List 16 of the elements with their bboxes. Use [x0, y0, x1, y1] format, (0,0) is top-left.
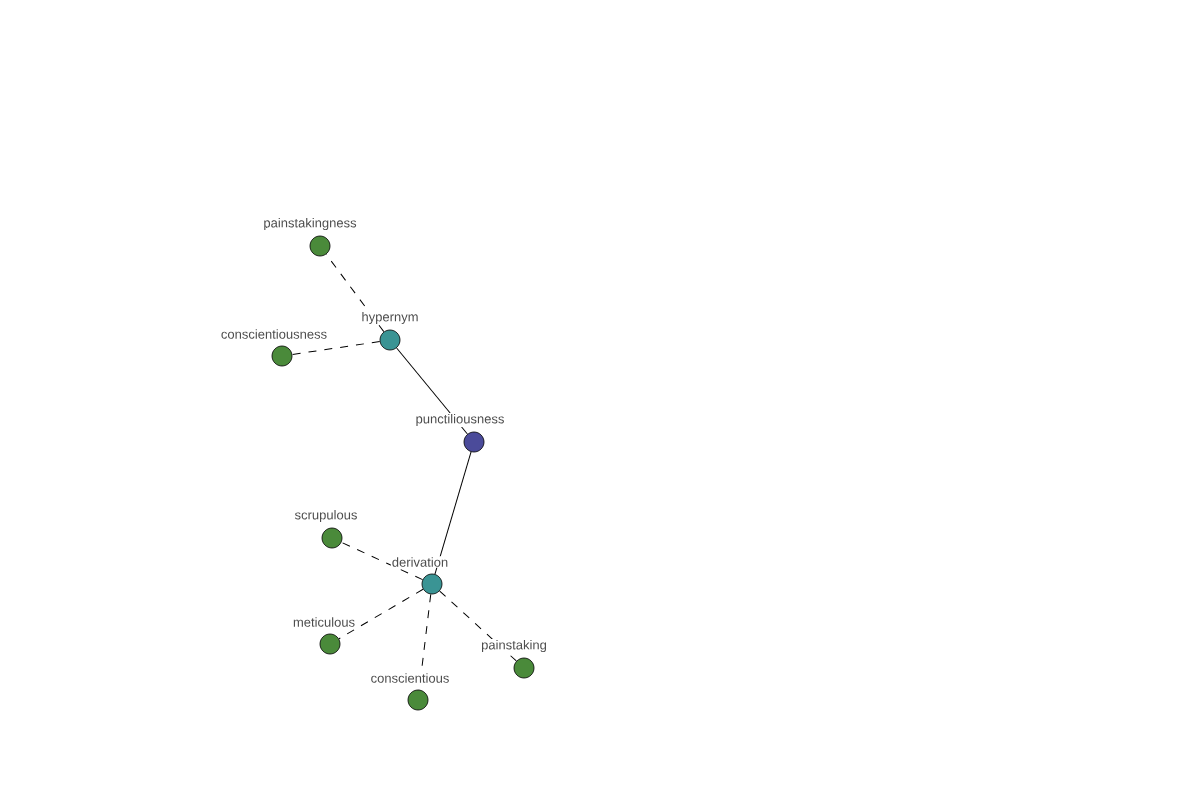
node-dot — [319, 633, 341, 655]
connector-line — [338, 588, 424, 640]
connector-line — [418, 593, 432, 691]
connector-line — [434, 451, 472, 575]
connector-line — [325, 253, 385, 333]
node-dot — [379, 329, 401, 351]
connector-line — [439, 590, 517, 662]
node-dot — [407, 689, 429, 711]
node-dot — [463, 431, 485, 453]
node-dot — [421, 573, 443, 595]
node-dot — [321, 527, 343, 549]
connector-line — [340, 541, 424, 581]
connector-line — [291, 341, 381, 355]
node-dot — [271, 345, 293, 367]
node-dot — [309, 235, 331, 257]
node-dot — [513, 657, 535, 679]
